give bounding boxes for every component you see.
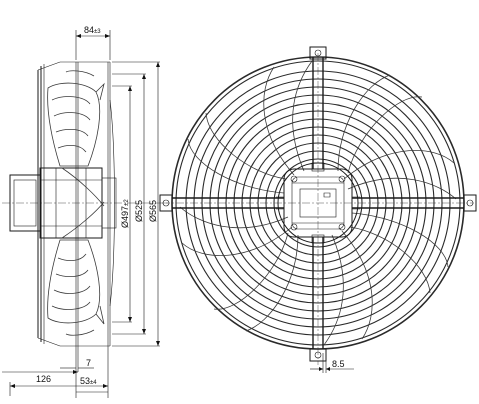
guard-front-face xyxy=(107,62,115,346)
motor-box xyxy=(276,162,360,244)
motor-hub xyxy=(9,167,117,239)
dim-525-label: Ø525 xyxy=(134,200,144,222)
guard-rings xyxy=(171,56,465,350)
dim-84-label: 84±3 xyxy=(84,25,101,35)
dim-bottom: 7 126 53±4 xyxy=(2,346,109,398)
dim-497-label: Ø497±2 xyxy=(120,199,130,228)
dim-84: 84±3 xyxy=(75,25,111,60)
dim-vertical: Ø497±2 Ø525 Ø565 xyxy=(112,61,160,347)
guard-profile xyxy=(37,61,110,347)
side-blades xyxy=(47,70,105,336)
dim-7-label: 7 xyxy=(86,358,91,368)
guard-struts xyxy=(172,57,464,349)
dim-565-label: Ø565 xyxy=(148,200,158,222)
front-blades xyxy=(179,60,457,346)
dim-8-5: 8.5 xyxy=(310,353,354,373)
dim-53-label: 53±4 xyxy=(80,376,97,386)
dim-126-label: 126 xyxy=(36,374,51,384)
front-view: 8.5 xyxy=(159,46,477,373)
side-view: 84±3 Ø497±2 Ø525 Ø565 xyxy=(2,25,168,398)
dim-8-5-label: 8.5 xyxy=(332,359,345,369)
